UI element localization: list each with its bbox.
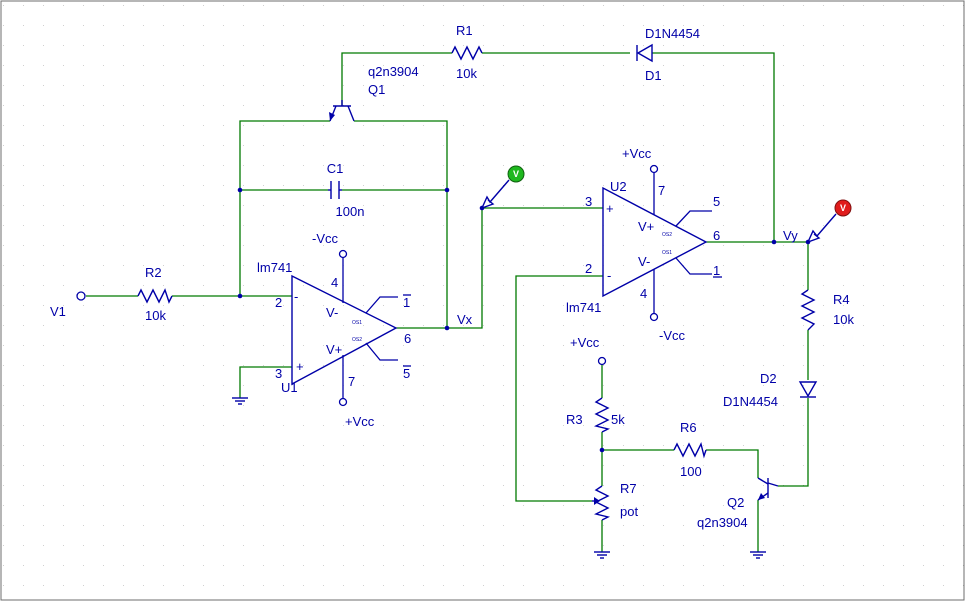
r7-ref: R7 bbox=[620, 481, 637, 496]
u2-pin-os2: 5 bbox=[713, 194, 720, 209]
u1-pin-noninv: 3 bbox=[275, 366, 282, 381]
u1-pin-os1: 1 bbox=[403, 295, 410, 310]
u2-model: lm741 bbox=[566, 300, 601, 315]
d1-ref: D1 bbox=[645, 68, 662, 83]
u1-pin-out: 6 bbox=[404, 331, 411, 346]
ground-u1 bbox=[232, 397, 248, 405]
supply-terminal-r3[interactable]: +Vcc bbox=[570, 335, 607, 366]
u1-model: lm741 bbox=[257, 260, 292, 275]
q2-model: q2n3904 bbox=[697, 515, 748, 530]
u1-pos-supply: +Vcc bbox=[345, 414, 375, 429]
u2-neg-supply: -Vcc bbox=[659, 328, 686, 343]
u1-vneg-label: V- bbox=[326, 305, 338, 320]
u2-pin-vneg: 4 bbox=[640, 286, 647, 301]
transistor-q1[interactable]: q2n3904 Q1 bbox=[329, 64, 419, 122]
u1-minus-sign: - bbox=[294, 289, 298, 304]
vx-probe-icon bbox=[507, 165, 525, 183]
u2-os2-label: OS2 bbox=[662, 232, 672, 238]
u1-vpos-label: V+ bbox=[326, 342, 342, 357]
voltage-probe-vx[interactable]: V bbox=[481, 165, 525, 209]
vy-net-label: Vy bbox=[783, 228, 798, 243]
v1-net-label: V1 bbox=[50, 304, 66, 319]
u2-ref: U2 bbox=[610, 179, 627, 194]
u2-pin-noninv: 3 bbox=[585, 194, 592, 209]
u2-os1-label: OS1 bbox=[662, 250, 672, 256]
r3-value: 5k bbox=[611, 412, 625, 427]
r6-value: 100 bbox=[680, 464, 702, 479]
resistor-r2[interactable]: R2 10k bbox=[137, 265, 173, 323]
voltage-probe-vy[interactable]: V bbox=[807, 199, 852, 243]
vx-net-label: Vx bbox=[457, 312, 473, 327]
u1-pin-vneg: 4 bbox=[331, 275, 338, 290]
ground-q2 bbox=[750, 551, 766, 559]
diode-d1[interactable]: D1N4454 D1 bbox=[636, 26, 700, 83]
u2-pin-os1: 1 bbox=[713, 263, 720, 278]
d2-ref: D2 bbox=[760, 371, 777, 386]
u2-vneg-label: V- bbox=[638, 254, 650, 269]
r1-ref: R1 bbox=[456, 23, 473, 38]
resistor-r3[interactable]: R3 5k bbox=[566, 397, 625, 433]
capacitor-c1[interactable]: C1 100n bbox=[327, 161, 365, 219]
u2-plus-sign: + bbox=[606, 201, 614, 216]
r1-value: 10k bbox=[456, 66, 477, 81]
c1-ref: C1 bbox=[327, 161, 344, 176]
r6-ref: R6 bbox=[680, 420, 697, 435]
r2-ref: R2 bbox=[145, 265, 162, 280]
resistor-r6[interactable]: R6 100 bbox=[673, 420, 707, 479]
transistor-q2[interactable]: Q2 q2n3904 bbox=[697, 477, 779, 530]
u1-os1-label: OS1 bbox=[352, 320, 362, 326]
wiring bbox=[86, 52, 809, 552]
u1-pin-inv: 2 bbox=[275, 295, 282, 310]
u2-minus-sign: - bbox=[607, 268, 611, 283]
vy-probe-label: V bbox=[840, 203, 846, 213]
resistor-r1[interactable]: R1 10k bbox=[451, 23, 483, 81]
r3-ref: R3 bbox=[566, 412, 583, 427]
q1-model: q2n3904 bbox=[368, 64, 419, 79]
u2-pin-inv: 2 bbox=[585, 261, 592, 276]
u2-pos-supply: +Vcc bbox=[622, 146, 652, 161]
d1-model: D1N4454 bbox=[645, 26, 700, 41]
opamp-u1[interactable]: - + 2 3 4 V- -Vcc 7 V+ +Vcc OS1 OS2 1 5 … bbox=[257, 231, 411, 429]
d2-model: D1N4454 bbox=[723, 394, 778, 409]
u1-neg-supply: -Vcc bbox=[312, 231, 339, 246]
u2-pin-out: 6 bbox=[713, 228, 720, 243]
r7-value: pot bbox=[620, 504, 638, 519]
ground-r7 bbox=[594, 551, 610, 559]
r4-value: 10k bbox=[833, 312, 854, 327]
v1-terminal[interactable]: V1 bbox=[50, 291, 86, 319]
vy-probe-icon bbox=[834, 199, 852, 217]
u1-os2-label: OS2 bbox=[352, 337, 362, 343]
diode-d2[interactable]: D2 D1N4454 bbox=[723, 371, 818, 409]
opamp-u2[interactable]: + - 3 2 7 V+ +Vcc 4 V- -Vcc OS2 OS1 5 1 … bbox=[566, 146, 722, 343]
u1-ref: U1 bbox=[281, 380, 298, 395]
r3-pos-supply: +Vcc bbox=[570, 335, 600, 350]
potentiometer-r7[interactable]: R7 pot bbox=[592, 481, 638, 521]
u1-plus-sign: + bbox=[296, 359, 304, 374]
c1-value: 100n bbox=[336, 204, 365, 219]
resistor-r4[interactable]: R4 10k bbox=[800, 289, 854, 331]
u1-pin-vpos: 7 bbox=[348, 374, 355, 389]
u2-pin-vpos: 7 bbox=[658, 183, 665, 198]
q1-ref: Q1 bbox=[368, 82, 385, 97]
r2-value: 10k bbox=[145, 308, 166, 323]
vx-probe-label: V bbox=[513, 169, 519, 179]
r4-ref: R4 bbox=[833, 292, 850, 307]
q2-ref: Q2 bbox=[727, 495, 744, 510]
u1-pin-os2: 5 bbox=[403, 366, 410, 381]
u2-vpos-label: V+ bbox=[638, 219, 654, 234]
